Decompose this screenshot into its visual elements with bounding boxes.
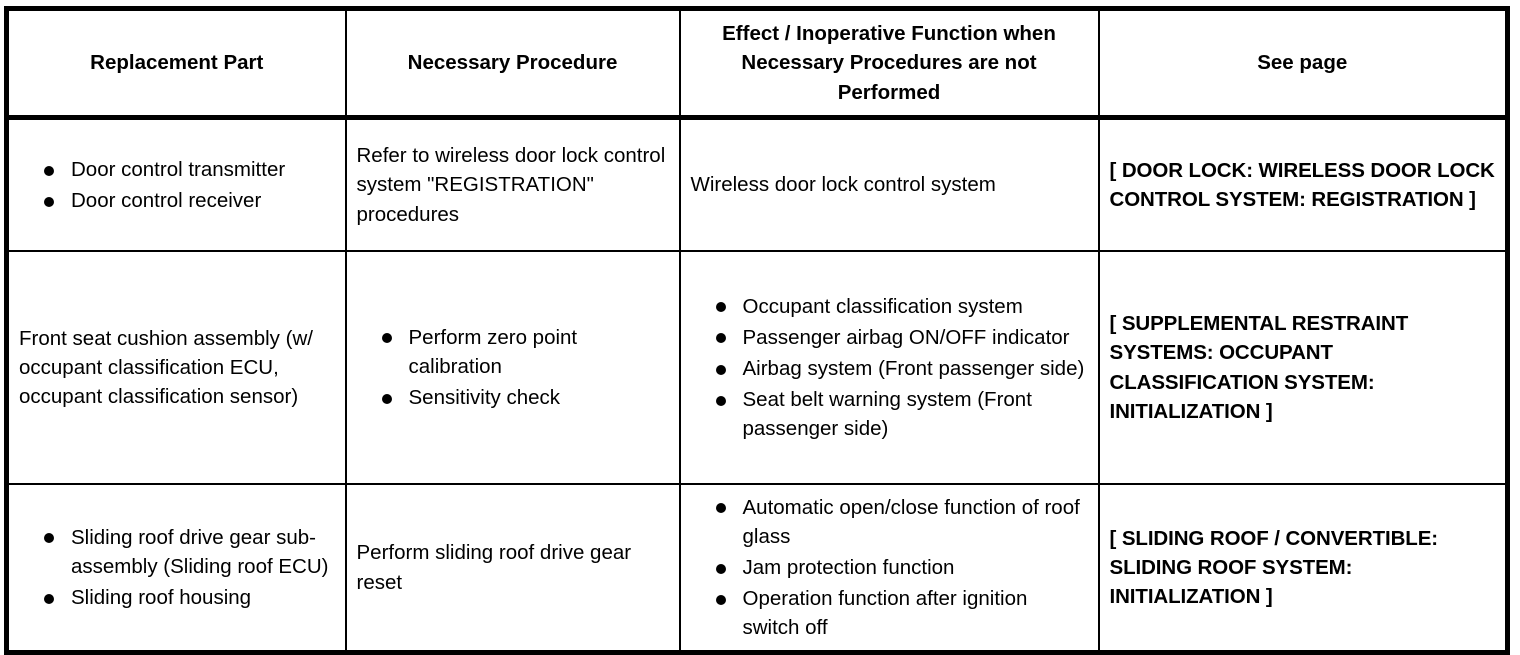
cell-see-page: [ SUPPLEMENTAL RESTRAINT SYSTEMS: OCCUPA…	[1097, 250, 1508, 485]
list-item-label: Sliding roof housing	[71, 586, 252, 610]
cell-effect: Wireless door lock control system	[678, 117, 1100, 252]
replacement-part-procedure-table: Replacement Part Necessary Procedure Eff…	[4, 6, 1510, 655]
table-header: Replacement Part Necessary Procedure Eff…	[6, 7, 1508, 120]
list-item-label: Passenger airbag ON/OFF indicator	[742, 325, 1070, 349]
replacement-part-list: Sliding roof drive gear sub-assembly (Sl…	[19, 523, 335, 612]
list-item: Sliding roof drive gear sub-assembly (Sl…	[41, 523, 335, 581]
list-item: Passenger airbag ON/OFF indicator	[713, 323, 1088, 352]
list-item-label: Sensitivity check	[408, 386, 561, 410]
see-page-reference: [ SUPPLEMENTAL RESTRAINT SYSTEMS: OCCUPA…	[1109, 312, 1409, 423]
necessary-procedure-text: Perform sliding roof drive gear reset	[356, 541, 632, 594]
list-item: Sensitivity check	[379, 383, 669, 412]
column-header-effect-inoperative-function: Effect / Inoperative Function when Neces…	[678, 7, 1100, 120]
cell-necessary-procedure: Refer to wireless door lock control syst…	[344, 117, 681, 252]
effect-list: Automatic open/close function of roof gl…	[691, 493, 1088, 643]
list-item-label: Automatic open/close function of roof gl…	[742, 495, 1080, 548]
table-row: Door control transmitter Door control re…	[6, 117, 1508, 252]
table-body: Door control transmitter Door control re…	[6, 117, 1508, 653]
cell-necessary-procedure: Perform sliding roof drive gear reset	[344, 483, 681, 653]
replacement-part-text: Front seat cushion assembly (w/ occupant…	[19, 326, 313, 409]
list-item-label: Door control transmitter	[71, 157, 286, 181]
cell-effect: Occupant classification system Passenger…	[678, 250, 1100, 485]
list-item: Door control transmitter	[41, 155, 335, 184]
list-item-label: Perform zero point calibration	[408, 325, 578, 378]
list-item: Sliding roof housing	[41, 583, 335, 612]
table-row: Front seat cushion assembly (w/ occupant…	[6, 250, 1508, 485]
cell-replacement-part: Door control transmitter Door control re…	[6, 117, 347, 252]
list-item: Jam protection function	[713, 553, 1088, 582]
list-item: Automatic open/close function of roof gl…	[713, 493, 1088, 551]
necessary-procedure-list: Perform zero point calibration Sensitivi…	[357, 323, 669, 412]
list-item: Operation function after ignition switch…	[713, 584, 1088, 642]
list-item-label: Jam protection function	[742, 555, 955, 579]
list-item: Occupant classification system	[713, 292, 1088, 321]
cell-see-page: [ SLIDING ROOF / CONVERTIBLE: SLIDING RO…	[1097, 483, 1508, 653]
cell-replacement-part: Front seat cushion assembly (w/ occupant…	[6, 250, 347, 485]
list-item-label: Door control receiver	[71, 189, 262, 212]
list-item: Airbag system (Front passenger side)	[713, 354, 1088, 383]
necessary-procedure-text: Refer to wireless door lock control syst…	[356, 144, 666, 226]
cell-effect: Automatic open/close function of roof gl…	[678, 483, 1100, 653]
list-item: Door control receiver	[41, 186, 335, 215]
list-item: Seat belt warning system (Front passenge…	[713, 385, 1088, 443]
effect-list: Occupant classification system Passenger…	[691, 292, 1088, 444]
cell-necessary-procedure: Perform zero point calibration Sensitivi…	[344, 250, 681, 485]
list-item: Perform zero point calibration	[379, 323, 669, 381]
table-header-row: Replacement Part Necessary Procedure Eff…	[6, 7, 1508, 120]
list-item-label: Seat belt warning system (Front passenge…	[742, 388, 1032, 441]
column-header-replacement-part: Replacement Part	[6, 7, 347, 120]
see-page-reference: [ SLIDING ROOF / CONVERTIBLE: SLIDING RO…	[1109, 526, 1439, 609]
cell-see-page: [ DOOR LOCK: WIRELESS DOOR LOCK CONTROL …	[1097, 117, 1508, 252]
see-page-reference: [ DOOR LOCK: WIRELESS DOOR LOCK CONTROL …	[1109, 158, 1495, 211]
list-item-label: Operation function after ignition switch…	[742, 587, 1028, 640]
column-header-necessary-procedure: Necessary Procedure	[344, 7, 681, 120]
list-item-label: Airbag system (Front passenger side)	[742, 356, 1085, 380]
list-item-label: Occupant classification system	[742, 294, 1023, 318]
cell-replacement-part: Sliding roof drive gear sub-assembly (Sl…	[6, 483, 347, 653]
table-row: Sliding roof drive gear sub-assembly (Sl…	[6, 483, 1508, 653]
list-item-label: Sliding roof drive gear sub-assembly (Sl…	[71, 525, 329, 578]
effect-text: Wireless door lock control system	[690, 173, 996, 197]
replacement-part-list: Door control transmitter Door control re…	[19, 155, 335, 215]
column-header-see-page: See page	[1097, 7, 1508, 120]
